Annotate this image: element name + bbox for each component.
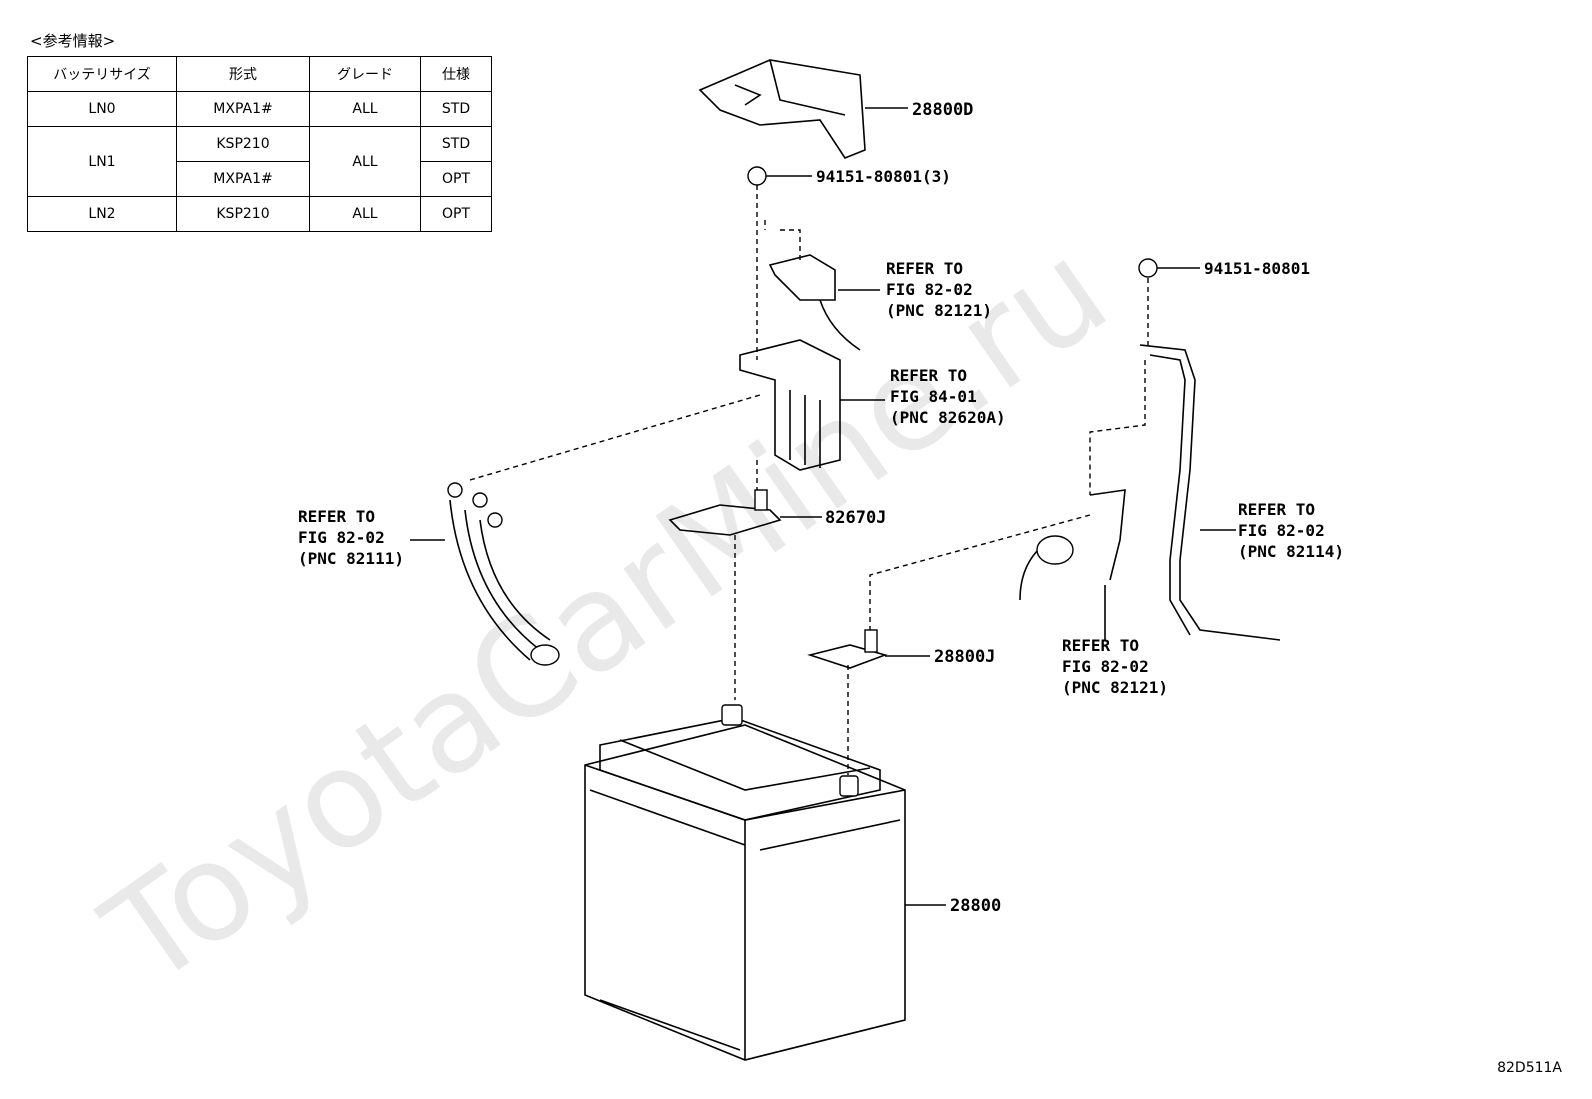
bolt-left-drawing xyxy=(747,166,767,186)
ref-note-82620A: REFER TO FIG 84-01 (PNC 82620A) xyxy=(890,366,1006,427)
svg-text:(PNC 82111): (PNC 82111) xyxy=(298,549,404,568)
fuse-block-drawing xyxy=(739,254,861,471)
terminal-cover-drawing xyxy=(698,59,866,159)
svg-text:REFER TO: REFER TO xyxy=(1238,500,1315,519)
terminal-28800J-drawing xyxy=(807,629,888,669)
svg-text:REFER TO: REFER TO xyxy=(890,366,967,385)
table-row: MXPA1# OPT xyxy=(28,161,492,197)
cell-size: LN1 xyxy=(27,126,177,197)
table-header-row: バッテリサイズ 形式 グレード 仕様 xyxy=(27,56,492,92)
svg-text:FIG 82-02: FIG 82-02 xyxy=(1238,521,1325,540)
reference-title: <参考情報> xyxy=(30,32,116,50)
part-label-82670J: 82670J xyxy=(825,508,886,528)
svg-text:REFER TO: REFER TO xyxy=(1062,636,1139,655)
left-harness-drawing xyxy=(447,482,560,666)
svg-text:FIG 84-01: FIG 84-01 xyxy=(890,387,977,406)
part-label-28800J: 28800J xyxy=(934,647,995,667)
svg-text:(PNC 82121): (PNC 82121) xyxy=(1062,678,1168,697)
svg-text:REFER TO: REFER TO xyxy=(298,507,375,526)
ref-note-82121-lower: REFER TO FIG 82-02 (PNC 82121) xyxy=(1062,636,1168,697)
cell-grade: ALL xyxy=(309,126,421,197)
svg-text:REFER TO: REFER TO xyxy=(886,259,963,278)
header-spec: 仕様 xyxy=(420,56,492,92)
ref-note-82121-upper: REFER TO FIG 82-02 (PNC 82121) xyxy=(886,259,992,320)
table-row: LN2 KSP210 ALL OPT xyxy=(27,196,492,232)
svg-text:FIG 82-02: FIG 82-02 xyxy=(1062,657,1149,676)
bolt-right-drawing xyxy=(1138,258,1158,278)
terminal-82670J-drawing xyxy=(668,489,782,536)
svg-text:FIG 82-02: FIG 82-02 xyxy=(298,528,385,547)
part-label-28800D: 28800D xyxy=(912,100,973,120)
table-row: LN0 MXPA1# ALL STD xyxy=(27,91,492,127)
cell-size: LN0 xyxy=(27,91,177,127)
cell-spec: STD xyxy=(420,126,492,162)
part-label-bolt: 94151-80801 xyxy=(1204,259,1310,278)
header-grade: グレード xyxy=(309,56,421,92)
ref-note-82114: REFER TO FIG 82-02 (PNC 82114) xyxy=(1238,500,1344,561)
cell-model: KSP210 xyxy=(176,126,310,162)
svg-text:(PNC 82620A): (PNC 82620A) xyxy=(890,408,1006,427)
part-label-bolt-3: 94151-80801(3) xyxy=(816,167,951,186)
cell-model: MXPA1# xyxy=(176,161,310,197)
svg-text:FIG 82-02: FIG 82-02 xyxy=(886,280,973,299)
connection-lines xyxy=(469,185,1149,775)
svg-text:(PNC 82121): (PNC 82121) xyxy=(886,301,992,320)
cell-size: LN2 xyxy=(27,196,177,232)
table-row: LN1 KSP210 ALL STD xyxy=(27,126,492,197)
cell-spec: OPT xyxy=(420,161,492,197)
cell-spec: STD xyxy=(420,91,492,127)
cell-spec: OPT xyxy=(420,196,492,232)
header-model: 形式 xyxy=(176,56,310,92)
svg-text:(PNC 82114): (PNC 82114) xyxy=(1238,542,1344,561)
cell-model: KSP210 xyxy=(176,196,310,232)
part-label-28800: 28800 xyxy=(950,896,1001,916)
header-battery-size: バッテリサイズ xyxy=(27,56,177,92)
right-cable-drawing xyxy=(1019,344,1281,641)
cell-grade: ALL xyxy=(309,91,421,127)
cell-grade: ALL xyxy=(309,196,421,232)
cell-model: MXPA1# xyxy=(176,91,310,127)
figure-id: 82D511A xyxy=(1497,1060,1562,1076)
battery-drawing xyxy=(584,704,906,1061)
leader-lines xyxy=(410,107,1236,906)
reference-table: バッテリサイズ 形式 グレード 仕様 LN0 MXPA1# ALL STD LN… xyxy=(27,56,492,232)
ref-note-82111: REFER TO FIG 82-02 (PNC 82111) xyxy=(298,507,404,568)
